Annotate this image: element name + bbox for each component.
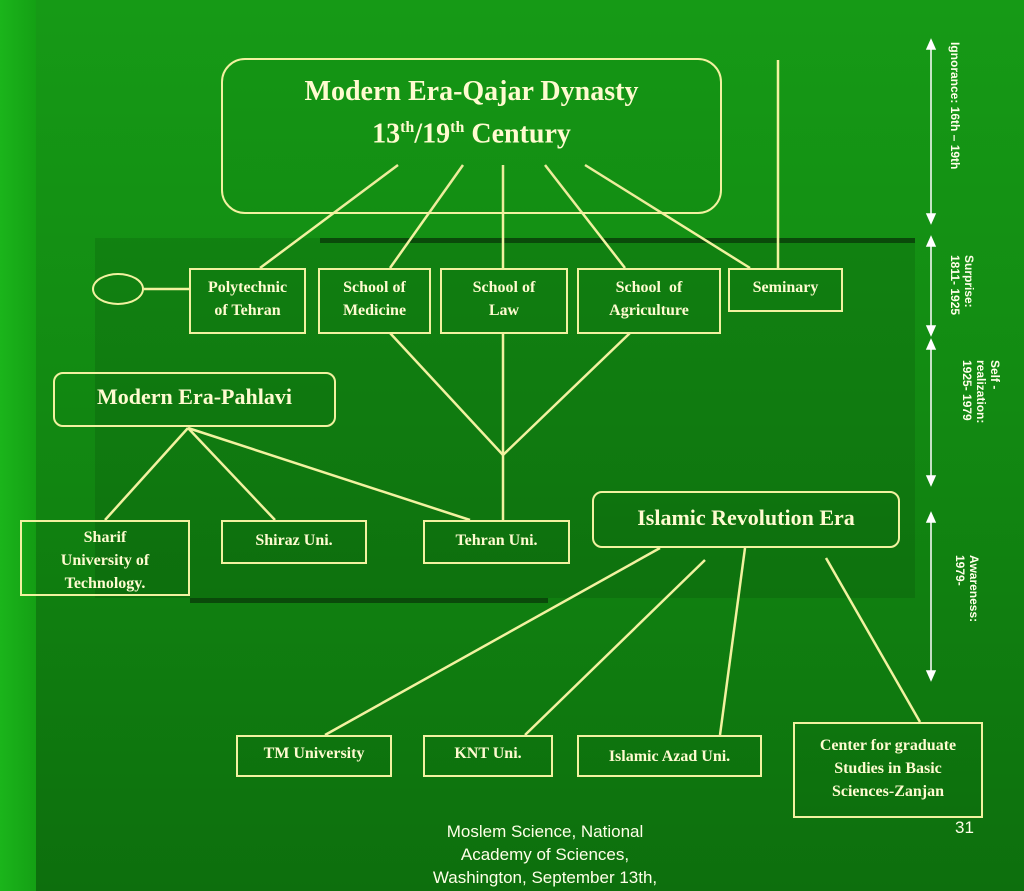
qajar-era-box: Modern Era-Qajar Dynasty 13th/19th Centu… — [221, 58, 722, 214]
connector-qajar-seminary — [584, 163, 751, 270]
connector-pahlavi-tehran — [187, 426, 471, 522]
connector-agriculture-tehran — [502, 332, 631, 456]
background-band-upper — [95, 238, 915, 598]
band-bottom-line — [190, 598, 548, 603]
timeline-label-awareness: Awareness: 1979- — [953, 555, 981, 623]
footer-line-2: Academy of Sciences, — [460, 845, 630, 864]
connector-revolution-tm — [324, 546, 661, 737]
connector-revolution-center — [824, 557, 922, 723]
connector-pahlavi-sharif — [104, 427, 189, 521]
connector-pahlavi-shiraz — [187, 427, 276, 521]
connector-qajar-medicine — [388, 164, 465, 269]
knt-uni-box: KNT Uni. — [423, 735, 553, 777]
left-accent-bar — [0, 0, 36, 891]
shiraz-uni-box: Shiraz Uni. — [221, 520, 367, 564]
timeline-label-ignorance: Ignorance: 16th – 19th — [948, 42, 962, 170]
connector-qajar-polytechnic — [259, 163, 399, 270]
seminary-box: Seminary — [728, 268, 843, 312]
timeline-label-self-realization: Self - realization: 1925- 1979 — [960, 360, 1002, 424]
connector-qajar-agriculture — [544, 164, 626, 269]
oval-marker — [92, 273, 144, 305]
tehran-uni-box: Tehran Uni. — [423, 520, 570, 564]
islamic-azad-uni-box: Islamic Azad Uni. — [577, 735, 762, 777]
band-top-line — [320, 238, 915, 243]
pahlavi-era-box: Modern Era-Pahlavi — [53, 372, 336, 427]
islamic-revolution-era-box: Islamic Revolution Era — [592, 491, 900, 548]
connector-revolution-azad — [718, 547, 747, 736]
connector-revolution-knt — [524, 559, 706, 736]
connector-medicine-tehran — [389, 332, 504, 456]
footer-line-3: Washington, September 13th, — [432, 868, 658, 887]
footer-citation: Moslem Science, National Academy of Scie… — [400, 820, 690, 889]
tm-university-box: TM University — [236, 735, 392, 777]
qajar-title: Modern Era-Qajar Dynasty — [304, 76, 639, 107]
timeline-label-surprise: Surprise: 1811- 1925 — [948, 255, 976, 316]
page-number: 31 — [955, 818, 974, 837]
qajar-century: 13th/19th Century — [372, 118, 571, 150]
footer-line-1: Moslem Science, National — [446, 822, 644, 841]
